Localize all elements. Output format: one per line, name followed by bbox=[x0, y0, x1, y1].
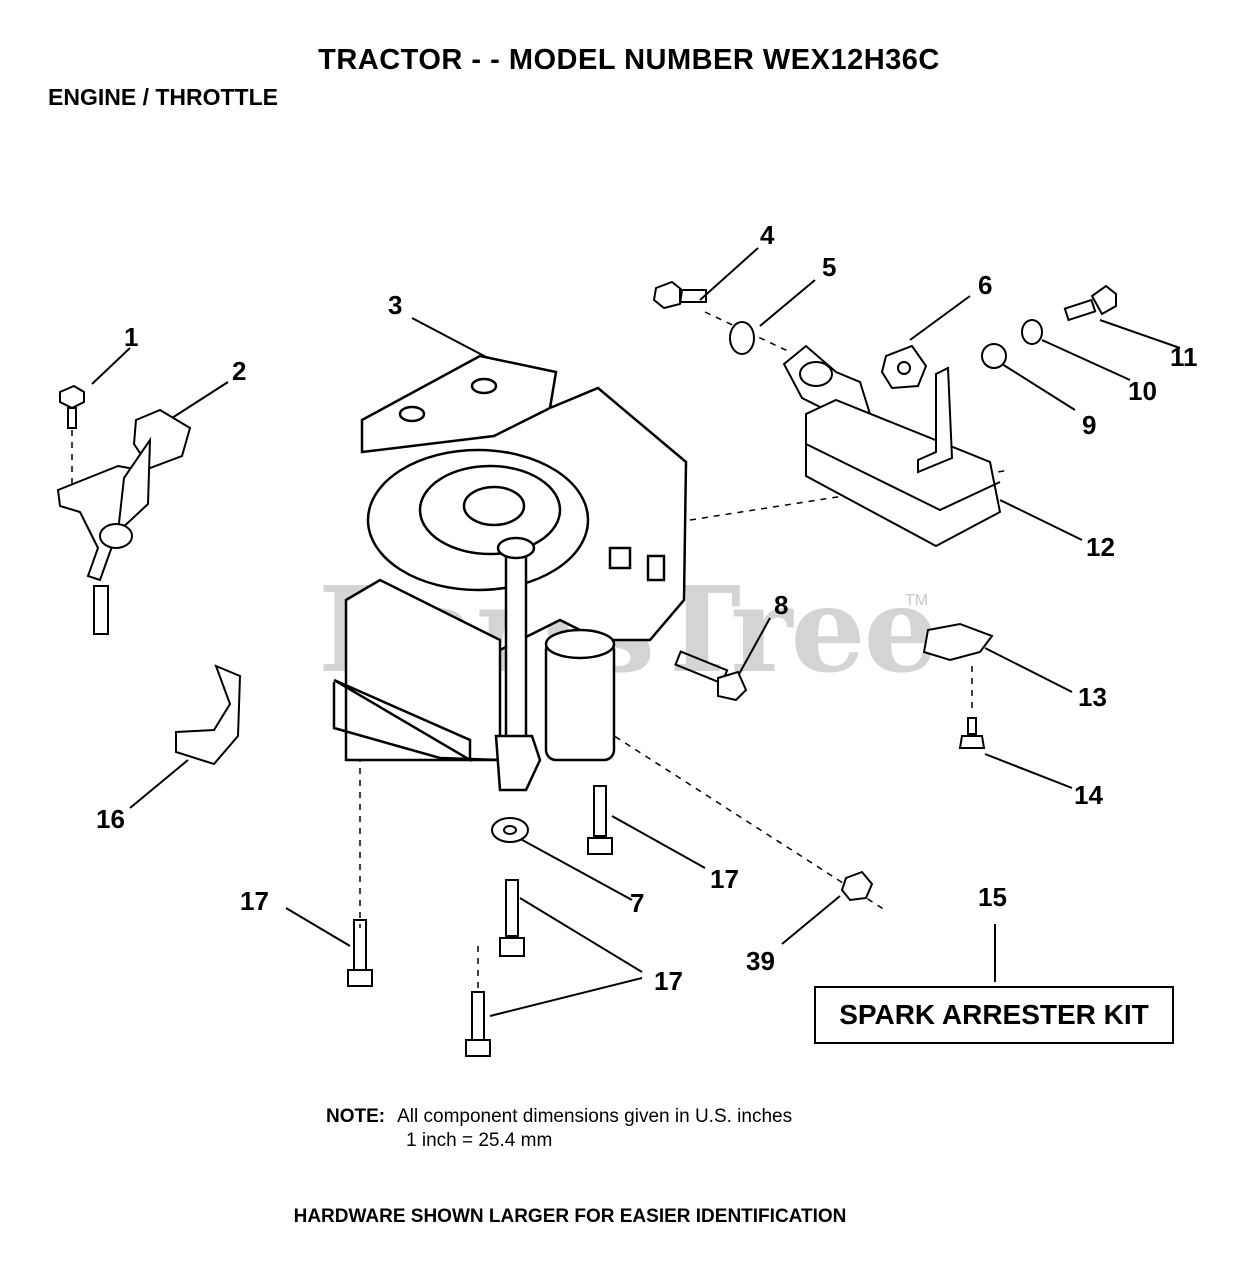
part-13-screen bbox=[922, 622, 994, 662]
callout-17-left: 17 bbox=[240, 886, 269, 916]
callout-12: 12 bbox=[1086, 532, 1115, 562]
part-2-throttle-control bbox=[56, 408, 192, 635]
kit-label-text: SPARK ARRESTER KIT bbox=[839, 999, 1149, 1030]
part-10-washer bbox=[1021, 319, 1043, 345]
callout-4: 4 bbox=[760, 220, 775, 250]
part-39-nut bbox=[840, 870, 874, 902]
spark-arrester-kit-label: SPARK ARRESTER KIT bbox=[814, 986, 1174, 1044]
note-line-2: 1 inch = 25.4 mm bbox=[406, 1130, 553, 1151]
part-9-washer bbox=[981, 343, 1007, 369]
note-line-1: All component dimensions given in U.S. i… bbox=[397, 1106, 793, 1127]
callout-16: 16 bbox=[96, 804, 125, 834]
part-6-gasket bbox=[880, 344, 928, 390]
callout-7: 7 bbox=[630, 888, 645, 918]
callout-5: 5 bbox=[822, 252, 837, 282]
callout-3: 3 bbox=[388, 290, 403, 320]
callout-11: 11 bbox=[1170, 342, 1198, 372]
callout-17-right: 17 bbox=[710, 864, 739, 894]
part-3-engine bbox=[332, 354, 688, 792]
note: NOTE: All component dimensions given in U… bbox=[326, 1106, 792, 1128]
callout-9: 9 bbox=[1082, 410, 1097, 440]
part-12-muffler bbox=[782, 344, 1002, 548]
callout-2: 2 bbox=[232, 356, 247, 386]
callout-8: 8 bbox=[774, 590, 789, 620]
part-8-bolt bbox=[674, 650, 748, 702]
note-label: NOTE: bbox=[326, 1106, 386, 1127]
callout-1: 1 bbox=[124, 322, 139, 352]
callout-6: 6 bbox=[978, 270, 993, 300]
part-1-bolt bbox=[59, 384, 85, 429]
part-5-washer bbox=[729, 321, 755, 355]
part-14-screw bbox=[958, 717, 986, 749]
part-17-bolts bbox=[347, 785, 613, 1057]
callout-15: 15 bbox=[978, 882, 1007, 912]
callout-17-bottom: 17 bbox=[654, 966, 683, 996]
callout-14: 14 bbox=[1074, 780, 1103, 810]
part-11-bolt bbox=[1063, 284, 1117, 322]
leader-lines bbox=[91, 247, 1181, 1017]
footer-note: HARDWARE SHOWN LARGER FOR EASIER IDENTIF… bbox=[293, 1206, 847, 1227]
watermark-trademark: TM bbox=[905, 592, 929, 609]
section-subtitle: ENGINE / THROTTLE bbox=[48, 84, 278, 110]
callout-39: 39 bbox=[746, 946, 775, 976]
part-7-star-washer bbox=[491, 817, 529, 843]
part-4-bolt bbox=[652, 280, 707, 310]
page-title: TRACTOR - - MODEL NUMBER WEX12H36C bbox=[318, 44, 940, 76]
callout-10: 10 bbox=[1128, 376, 1157, 406]
part-16-bracket bbox=[175, 664, 242, 766]
callout-13: 13 bbox=[1078, 682, 1107, 712]
